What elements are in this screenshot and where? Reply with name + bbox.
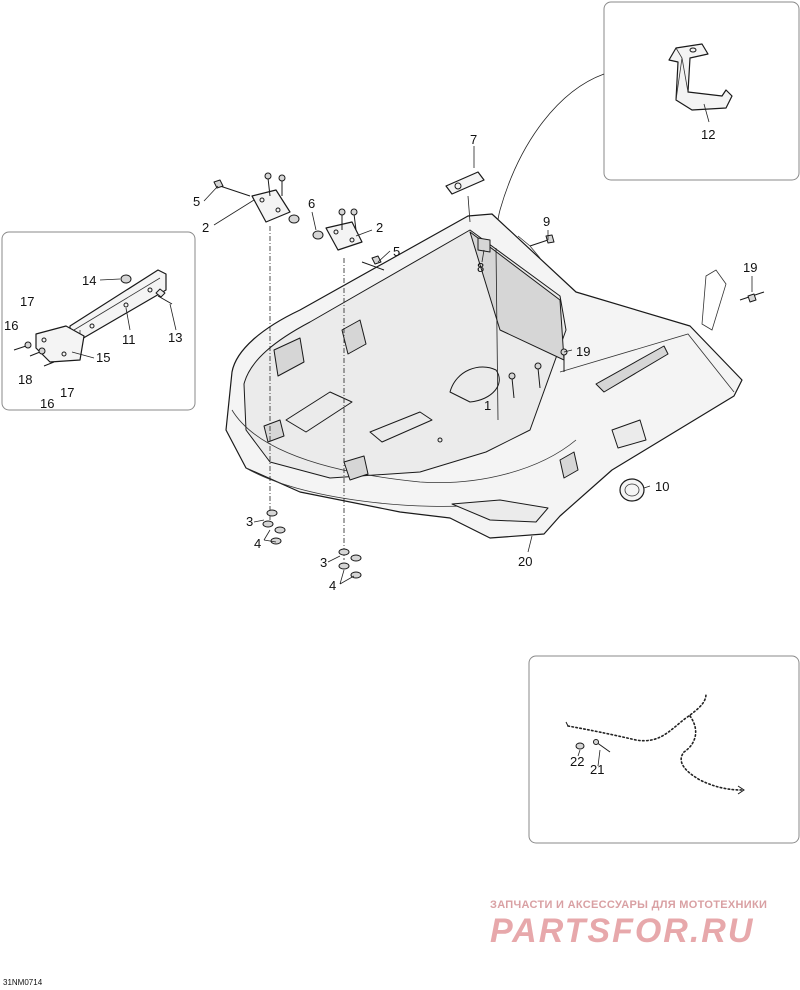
- bracket-2-left[interactable]: [251, 189, 291, 223]
- callout-3a: 3: [246, 514, 253, 529]
- callout-19b: 19: [576, 344, 590, 359]
- nut-14[interactable]: [120, 274, 132, 284]
- callout-2a: 2: [202, 220, 209, 235]
- callout-1: 1: [484, 398, 491, 413]
- callout-leaders: [71, 103, 753, 767]
- watermark: ЗАПЧАСТИ И АКСЕССУАРЫ ДЛЯ МОТОТЕХНИКИ PA…: [490, 899, 767, 950]
- callout-4b: 4: [329, 578, 336, 593]
- callout-19a: 19: [743, 260, 757, 275]
- centerlines: [269, 195, 499, 560]
- callout-15: 15: [96, 350, 110, 365]
- callout-16a: 16: [4, 318, 18, 333]
- washers-6[interactable]: [288, 214, 324, 240]
- callout-3b: 3: [320, 555, 327, 570]
- callout-10: 10: [655, 479, 669, 494]
- callout-8: 8: [477, 260, 484, 275]
- callout-18: 18: [18, 372, 32, 387]
- callout-11: 11: [122, 332, 136, 347]
- callout-9: 9: [543, 214, 550, 229]
- watermark-brand: PARTSFOR.RU: [490, 912, 754, 950]
- bolt-13[interactable]: [155, 288, 173, 305]
- callout-17b: 17: [60, 385, 74, 400]
- detail-frame-left-brackets: [1, 231, 196, 411]
- clip-8[interactable]: [477, 237, 491, 253]
- callout-7: 7: [470, 132, 477, 147]
- diagram-code: 31NM0714: [3, 978, 43, 987]
- bracket-2-right[interactable]: [325, 221, 363, 251]
- callout-4a: 4: [254, 536, 261, 551]
- callout-22: 22: [570, 754, 584, 769]
- watermark-tagline: ЗАПЧАСТИ И АКСЕССУАРЫ ДЛЯ МОТОТЕХНИКИ: [490, 899, 767, 911]
- hull-20[interactable]: [225, 213, 743, 539]
- detail-frame-cable: [528, 655, 800, 844]
- washers-3-nuts-4-right[interactable]: [338, 548, 362, 579]
- strap-7[interactable]: [445, 171, 485, 195]
- screws-16-18[interactable]: [13, 341, 55, 367]
- callout-5b: 5: [393, 244, 400, 259]
- callout-16b: 16: [40, 396, 54, 411]
- callout-17a: 17: [20, 294, 34, 309]
- rivets-19[interactable]: [508, 269, 765, 399]
- plate-15[interactable]: [35, 325, 85, 363]
- callout-5a: 5: [193, 194, 200, 209]
- callout-6: 6: [308, 196, 315, 211]
- callout-numbers: 1 2 2 3 3 4 4 5 5 6 7 8 9 10 11 12 13 14…: [4, 127, 757, 777]
- callout-13: 13: [168, 330, 182, 345]
- washers-3-nuts-4-left[interactable]: [262, 509, 286, 545]
- cap-10[interactable]: [619, 478, 645, 502]
- screw-21[interactable]: [593, 739, 611, 753]
- callout-2b: 2: [376, 220, 383, 235]
- cable-assembly[interactable]: [565, 693, 745, 795]
- bracket-12[interactable]: [668, 43, 733, 111]
- callout-14: 14: [82, 273, 96, 288]
- callout-21: 21: [590, 762, 604, 777]
- washer-22[interactable]: [575, 742, 585, 750]
- callout-12: 12: [701, 127, 715, 142]
- callout-20: 20: [518, 554, 532, 569]
- bolts-5[interactable]: [213, 172, 385, 271]
